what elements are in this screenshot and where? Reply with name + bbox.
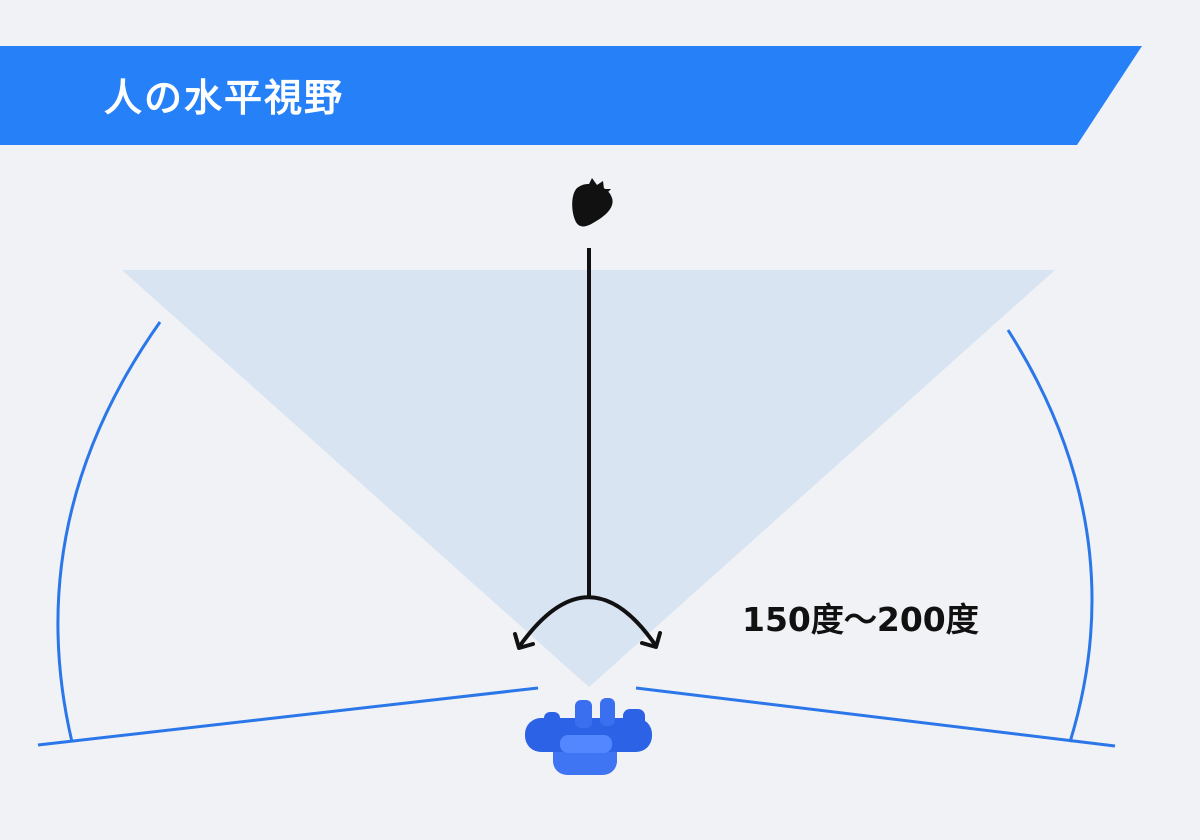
title-banner [0, 46, 1142, 145]
right-view-arc [1006, 329, 1094, 743]
angle-range-label: 150度〜200度 [742, 600, 979, 639]
right-view-boundary [635, 686, 1116, 748]
rotation-arrow-icon [513, 595, 662, 650]
left-view-boundary [37, 686, 539, 747]
page-title: 人の水平視野 [104, 76, 345, 120]
person-top-view-icon [525, 698, 652, 775]
strawberry-icon [572, 178, 613, 227]
left-view-arc [56, 321, 162, 743]
